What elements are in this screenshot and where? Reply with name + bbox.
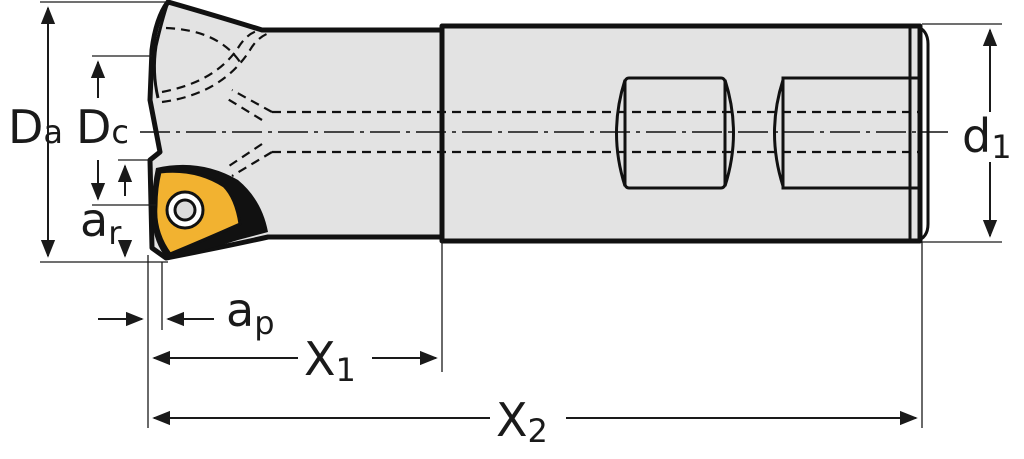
dimension-ar (117, 159, 152, 258)
dimension-x2 (152, 242, 923, 428)
coolant-channels (225, 30, 922, 237)
label-x2: X2 (496, 393, 548, 450)
dimension-ap (98, 255, 214, 428)
label-ap: ap (226, 283, 275, 342)
dimension-x1 (152, 240, 443, 372)
label-dc: Dc (76, 100, 129, 154)
label-ar: ar (80, 193, 122, 252)
label-d1: d1 (962, 109, 1012, 166)
cutting-insert (151, 164, 268, 260)
label-x1: X1 (304, 332, 356, 389)
clamping-flat-right (781, 76, 922, 190)
dimension-da (40, 1, 168, 263)
label-da: Da (8, 100, 63, 154)
tool-shank (439, 23, 930, 244)
dimension-dc (90, 55, 156, 206)
clamping-flat-left (623, 76, 727, 190)
dimension-d1 (922, 23, 1002, 243)
